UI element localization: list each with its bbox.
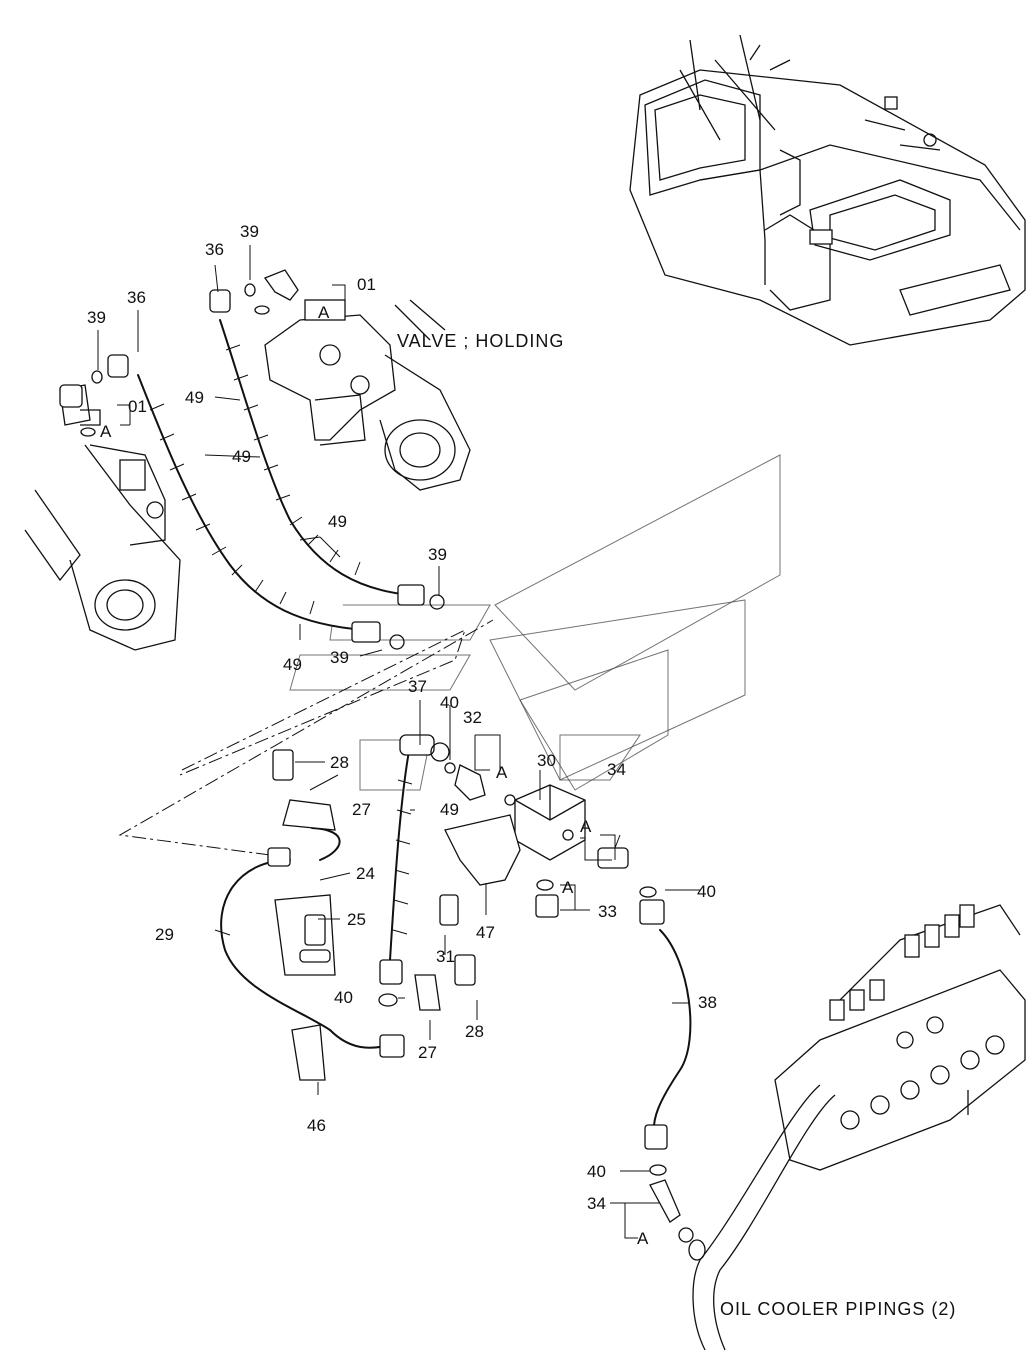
excavator-overview-illustration <box>629 34 1026 346</box>
callout-28: 28 <box>330 753 349 772</box>
callout-32: 32 <box>463 708 482 727</box>
callout-49: 49 <box>185 388 204 407</box>
callout-labels: 36 39 01 A 36 39 01 A 49 49 49 39 49 39 … <box>87 222 717 1248</box>
callout-27: 27 <box>418 1043 437 1062</box>
caption-oil-cooler-pipings: OIL COOLER PIPINGS (2) <box>720 1299 956 1319</box>
callout-38: 38 <box>698 993 717 1012</box>
callout-36: 36 <box>127 288 146 307</box>
callout-40: 40 <box>334 988 353 1007</box>
callout-49: 49 <box>440 800 459 819</box>
callout-36: 36 <box>205 240 224 259</box>
control-valve-illustration <box>774 904 1026 1171</box>
middle-assembly <box>220 734 586 1081</box>
callout-40: 40 <box>440 693 459 712</box>
oil-cooler-pipe <box>688 1084 836 1351</box>
leader-lines <box>97 245 700 1239</box>
callout-46: 46 <box>307 1116 326 1135</box>
hose-49-pair-upper <box>137 319 425 643</box>
callout-A: A <box>100 422 112 441</box>
callout-30: 30 <box>537 751 556 770</box>
caption-valve-holding: VALVE ; HOLDING <box>397 331 564 351</box>
callout-01: 01 <box>128 397 147 416</box>
callout-47: 47 <box>476 923 495 942</box>
callout-49: 49 <box>328 512 347 531</box>
callout-34: 34 <box>607 760 626 779</box>
callout-A: A <box>637 1229 649 1248</box>
callout-01: 01 <box>357 275 376 294</box>
callout-A: A <box>496 763 508 782</box>
callout-40: 40 <box>587 1162 606 1181</box>
dash-dot-reference-line <box>118 619 494 856</box>
callout-39: 39 <box>428 545 447 564</box>
holding-valve-illustration <box>264 299 471 491</box>
hose-38 <box>597 847 694 1243</box>
fittings-top <box>59 269 445 650</box>
callout-37: 37 <box>408 677 427 696</box>
callout-34: 34 <box>587 1194 606 1213</box>
callout-49: 49 <box>232 447 251 466</box>
left-cylinder-valve-illustration <box>24 384 181 651</box>
callout-49: 49 <box>283 655 302 674</box>
callout-31: 31 <box>436 947 455 966</box>
callout-28: 28 <box>465 1022 484 1041</box>
callout-40: 40 <box>697 882 716 901</box>
callout-29: 29 <box>155 925 174 944</box>
callout-39: 39 <box>87 308 106 327</box>
callout-39: 39 <box>240 222 259 241</box>
callout-A: A <box>318 303 330 322</box>
callout-25: 25 <box>347 910 366 929</box>
callout-27: 27 <box>352 800 371 819</box>
callout-24: 24 <box>356 864 375 883</box>
callout-A: A <box>562 878 574 897</box>
callout-39: 39 <box>330 648 349 667</box>
callout-A: A <box>580 817 592 836</box>
callout-33: 33 <box>598 902 617 921</box>
